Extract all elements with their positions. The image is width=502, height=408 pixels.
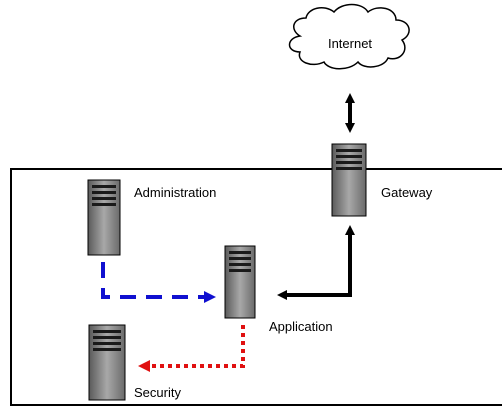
- server-icon: [88, 324, 126, 401]
- gateway-label: Gateway: [381, 185, 433, 200]
- security-node[interactable]: Security: [88, 324, 181, 401]
- server-icon: [331, 143, 367, 217]
- internet-label: Internet: [328, 36, 372, 51]
- application-label: Application: [269, 319, 333, 334]
- gateway-node[interactable]: Gateway: [331, 143, 433, 217]
- administration-application-link: [101, 262, 216, 303]
- internet-node[interactable]: Internet: [288, 3, 410, 70]
- cloud-icon: [288, 3, 410, 70]
- server-icon: [87, 179, 121, 256]
- administration-node[interactable]: Administration: [87, 179, 216, 256]
- server-icon: [224, 245, 256, 319]
- application-security-link: [138, 325, 245, 372]
- security-label: Security: [134, 385, 181, 400]
- application-node[interactable]: Application: [224, 245, 333, 334]
- network-boundary: [10, 168, 502, 406]
- gateway-application-link: [277, 225, 355, 300]
- administration-label: Administration: [134, 185, 216, 200]
